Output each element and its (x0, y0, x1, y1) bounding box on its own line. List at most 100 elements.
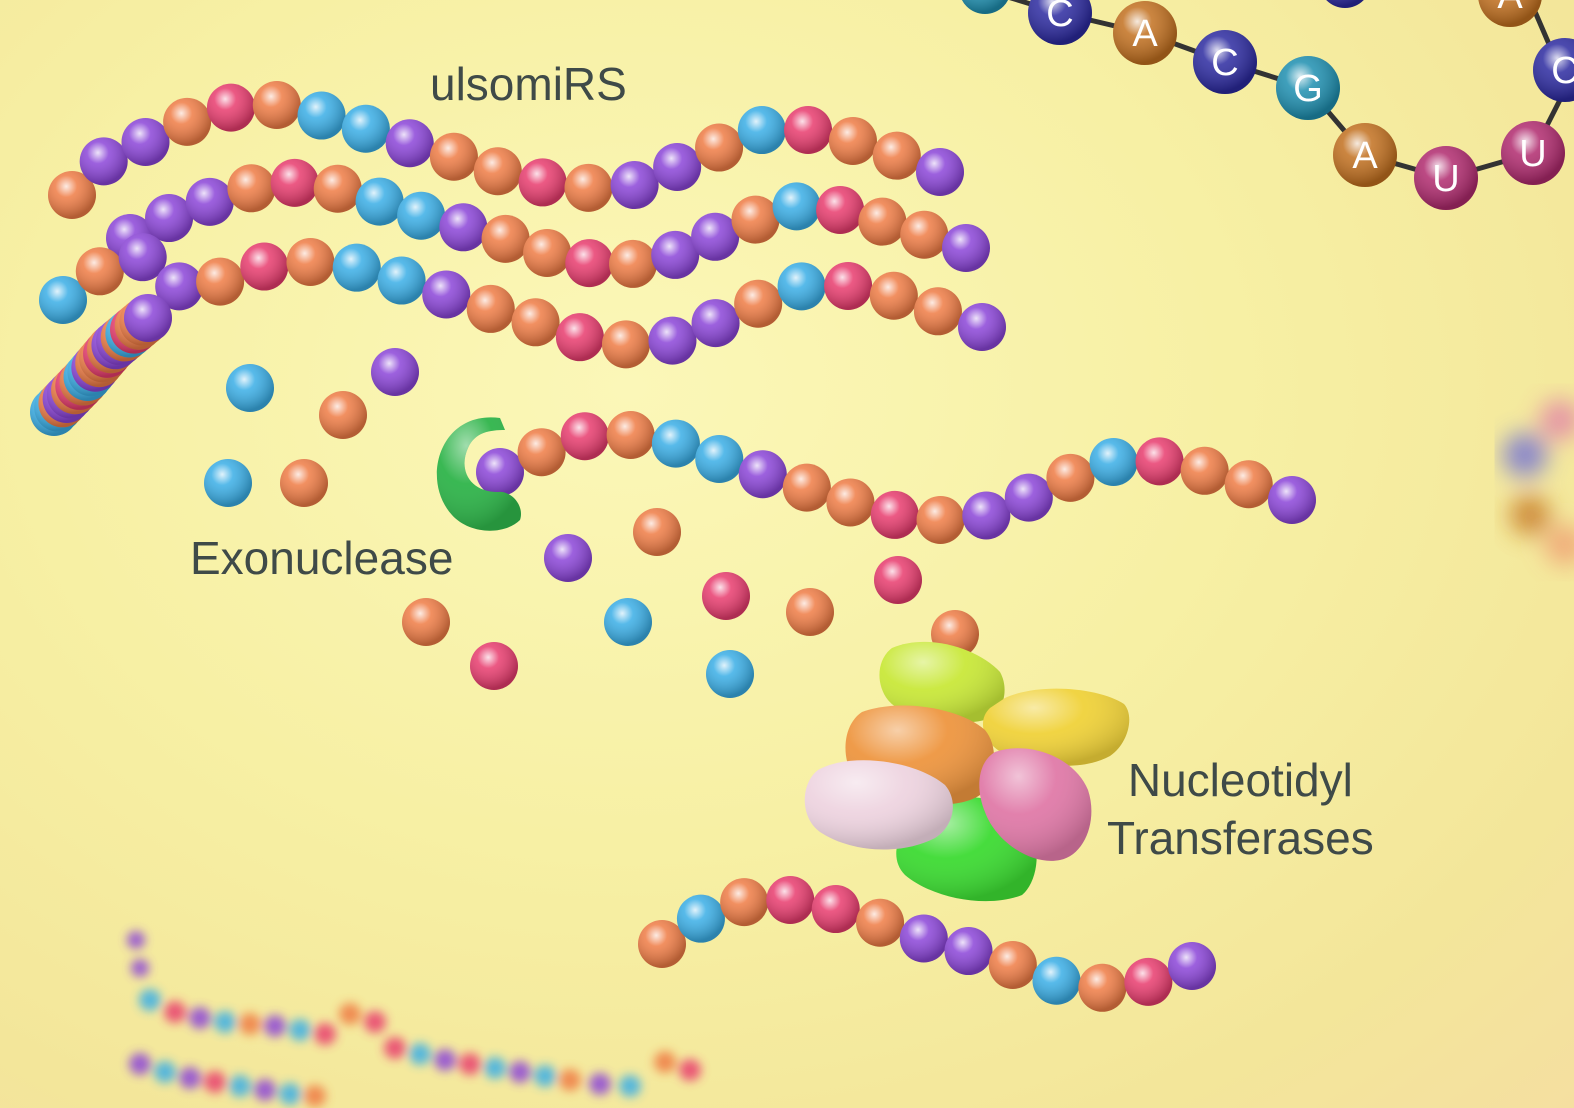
blurred-right-edge-strand (1503, 400, 1574, 565)
nucleotide-bead (777, 262, 826, 311)
nucleotide-bead (772, 182, 821, 231)
nucleotide-bead (766, 876, 815, 924)
nucleotide-bead (523, 228, 572, 277)
nucleotide-bead (720, 878, 769, 927)
nucleotide-bead (518, 158, 567, 207)
nucleotide-bead (916, 495, 965, 544)
rna-nucleotide (1501, 121, 1565, 185)
nucleotide-bead (653, 143, 702, 192)
nucleotide-bead (252, 81, 301, 129)
nucleotide-bead (121, 117, 170, 166)
nucleotide-bead (118, 233, 167, 282)
nucleotide-bead (1168, 942, 1216, 990)
transferase-lime-subunit (879, 641, 1005, 724)
nucleotide-bead (286, 238, 335, 286)
nucleotide-bead (900, 210, 949, 259)
rna-letter: U (1519, 133, 1546, 175)
rna-letter: U (1432, 158, 1459, 200)
nucleotide-bead (196, 257, 245, 306)
nucleotide-bead (691, 299, 740, 348)
nucleotide-chains (30, 81, 1316, 1012)
nucleotide-bead (988, 940, 1037, 989)
free-nucleotide (280, 459, 328, 507)
nucleotide-bead (606, 411, 655, 459)
nucleotide-bead (958, 303, 1006, 351)
chain-degraded-strand (476, 411, 1316, 544)
nucleotide-bead (1268, 476, 1316, 524)
nucleotide-bead (377, 256, 426, 305)
nucleotide-bead (1180, 446, 1229, 495)
nucleotide-bead (439, 203, 488, 252)
free-nucleotide (371, 348, 419, 396)
rna-nucleotide (1414, 146, 1478, 210)
nucleotide-bead (944, 927, 993, 976)
nucleotide-bead (870, 490, 919, 539)
nucleotide-bead (145, 194, 194, 243)
nucleotide-bead (1224, 460, 1273, 509)
nucleotide-bead (1124, 957, 1173, 1006)
rna-letter: A (1132, 13, 1158, 55)
nucleotide-bead (185, 177, 234, 226)
nucleotide-bead (858, 197, 907, 246)
nucleotide-bead (601, 320, 650, 369)
nucleotide-bead (811, 885, 860, 934)
nucleotide-bead (695, 123, 744, 172)
nucleotide-bead (79, 137, 128, 186)
nucleotide-bead (1135, 437, 1184, 486)
nucleotide-bead (1078, 963, 1127, 1012)
rna-nucleotide (1193, 30, 1257, 94)
exonuclease-enzyme (436, 417, 521, 531)
rna-nucleotide (1276, 56, 1340, 120)
nucleotide-bead (155, 262, 204, 311)
nucleotide-bead (163, 97, 212, 146)
nucleotide-bead (816, 185, 865, 234)
free-nucleotide (470, 642, 518, 690)
free-nucleotide (633, 508, 681, 556)
nucleotide-bead (913, 287, 962, 336)
nucleotide-bead (962, 491, 1011, 540)
label-nucleotidyl-transferases: Nucleotidyl Transferases (1107, 752, 1374, 867)
nucleotide-bead (916, 148, 964, 196)
nucleotide-bead (942, 224, 990, 272)
nucleotide-bead (695, 435, 744, 484)
nucleotide-bead (466, 284, 515, 333)
free-nucleotide (604, 598, 652, 646)
transferase-pink-subunit (979, 748, 1092, 861)
rna-letter: C (1211, 42, 1238, 84)
nucleotide-bead (422, 270, 471, 319)
label-exonuclease: Exonuclease (190, 532, 454, 584)
nucleotide-bead (651, 419, 700, 468)
nucleotide-bead (48, 171, 96, 219)
nucleotidyl-transferase-complex (804, 641, 1130, 902)
nucleotide-bead (313, 164, 362, 213)
nucleotide-bead (737, 106, 786, 155)
nucleotide-bead (826, 478, 875, 527)
nucleotide-bead (828, 116, 877, 165)
nucleotide-bead (1032, 956, 1081, 1005)
nucleotide-bead (734, 279, 783, 328)
blurred-background-strands (127, 931, 701, 1107)
nucleotide-bead (517, 428, 566, 477)
nucleotide-bead (824, 261, 873, 310)
chain-isomir-4 (30, 294, 172, 436)
nucleotide-bead (899, 914, 948, 963)
rna-nucleotide (1113, 1, 1177, 65)
nucleotide-bead (39, 276, 87, 324)
nucleotide-bead (397, 191, 446, 240)
nucleotide-bead (473, 147, 522, 196)
nucleotide-bead (270, 158, 319, 207)
nucleotide-bead (385, 119, 434, 168)
nucleotide-bead (560, 412, 609, 461)
blurred-strand-a (127, 931, 386, 1045)
nucleotide-bead (651, 230, 700, 279)
nucleotide-bead (355, 177, 404, 226)
nucleotide-bead (872, 131, 921, 180)
free-nucleotide (786, 588, 834, 636)
nucleotide-bead (784, 106, 833, 155)
rna-sequence: CACGAUUCA (961, 0, 1574, 210)
free-nucleotide (544, 534, 592, 582)
nucleotide-bead (782, 463, 831, 512)
rna-nucleotide (1478, 0, 1542, 27)
rna-letter: A (1497, 0, 1523, 17)
nucleotide-bead (206, 83, 255, 132)
